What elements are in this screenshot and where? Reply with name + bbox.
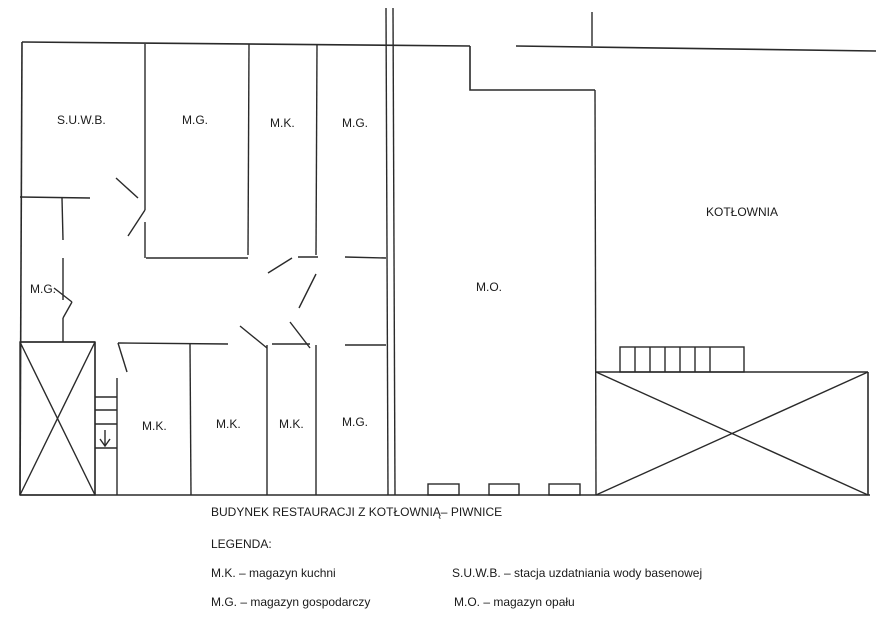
doors — [53, 177, 317, 373]
legend-item-mo: M.O. – magazyn opału — [454, 595, 575, 609]
legend-heading: LEGENDA: — [211, 537, 272, 551]
room-label-mk-bottom-1: M.K. — [142, 419, 167, 433]
room-label-mo: M.O. — [476, 280, 502, 294]
kotlownia-wall — [591, 12, 597, 496]
room-label-mk-bottom-2: M.K. — [216, 417, 241, 431]
room-label-suwb: S.U.W.B. — [57, 113, 106, 127]
left-void — [19, 341, 96, 496]
room-label-mg-top-2: M.G. — [342, 116, 368, 130]
room-label-mg-left: M.G. — [30, 282, 56, 296]
bottom-room-walls — [117, 342, 386, 496]
legend-item-mg: M.G. – magazyn gospodarczy — [211, 595, 371, 609]
central-wall — [385, 7, 396, 496]
down-arrow-icon — [99, 430, 111, 448]
room-label-kotlownia: KOTŁOWNIA — [706, 205, 778, 219]
plan-title: BUDYNEK RESTAURACJI Z KOTŁOWNIĄ– PIWNICE — [211, 505, 503, 519]
room-label-mk-bottom-3: M.K. — [279, 417, 304, 431]
coal-hatches — [427, 483, 581, 496]
legend-item-suwb: S.U.W.B. – stacja uzdatniania wody basen… — [452, 566, 703, 580]
legend-item-mk: M.K. – magazyn kuchni — [211, 566, 336, 580]
room-label-mg-top-1: M.G. — [182, 113, 208, 127]
left-stairs — [95, 396, 117, 449]
left-room-walls — [20, 197, 118, 495]
room-label-mk-top: M.K. — [270, 116, 295, 130]
kotlownia-void — [595, 371, 869, 496]
kotlownia-stairs — [619, 346, 745, 373]
top-room-walls — [19, 43, 387, 259]
room-label-mg-bottom: M.G. — [342, 415, 368, 429]
